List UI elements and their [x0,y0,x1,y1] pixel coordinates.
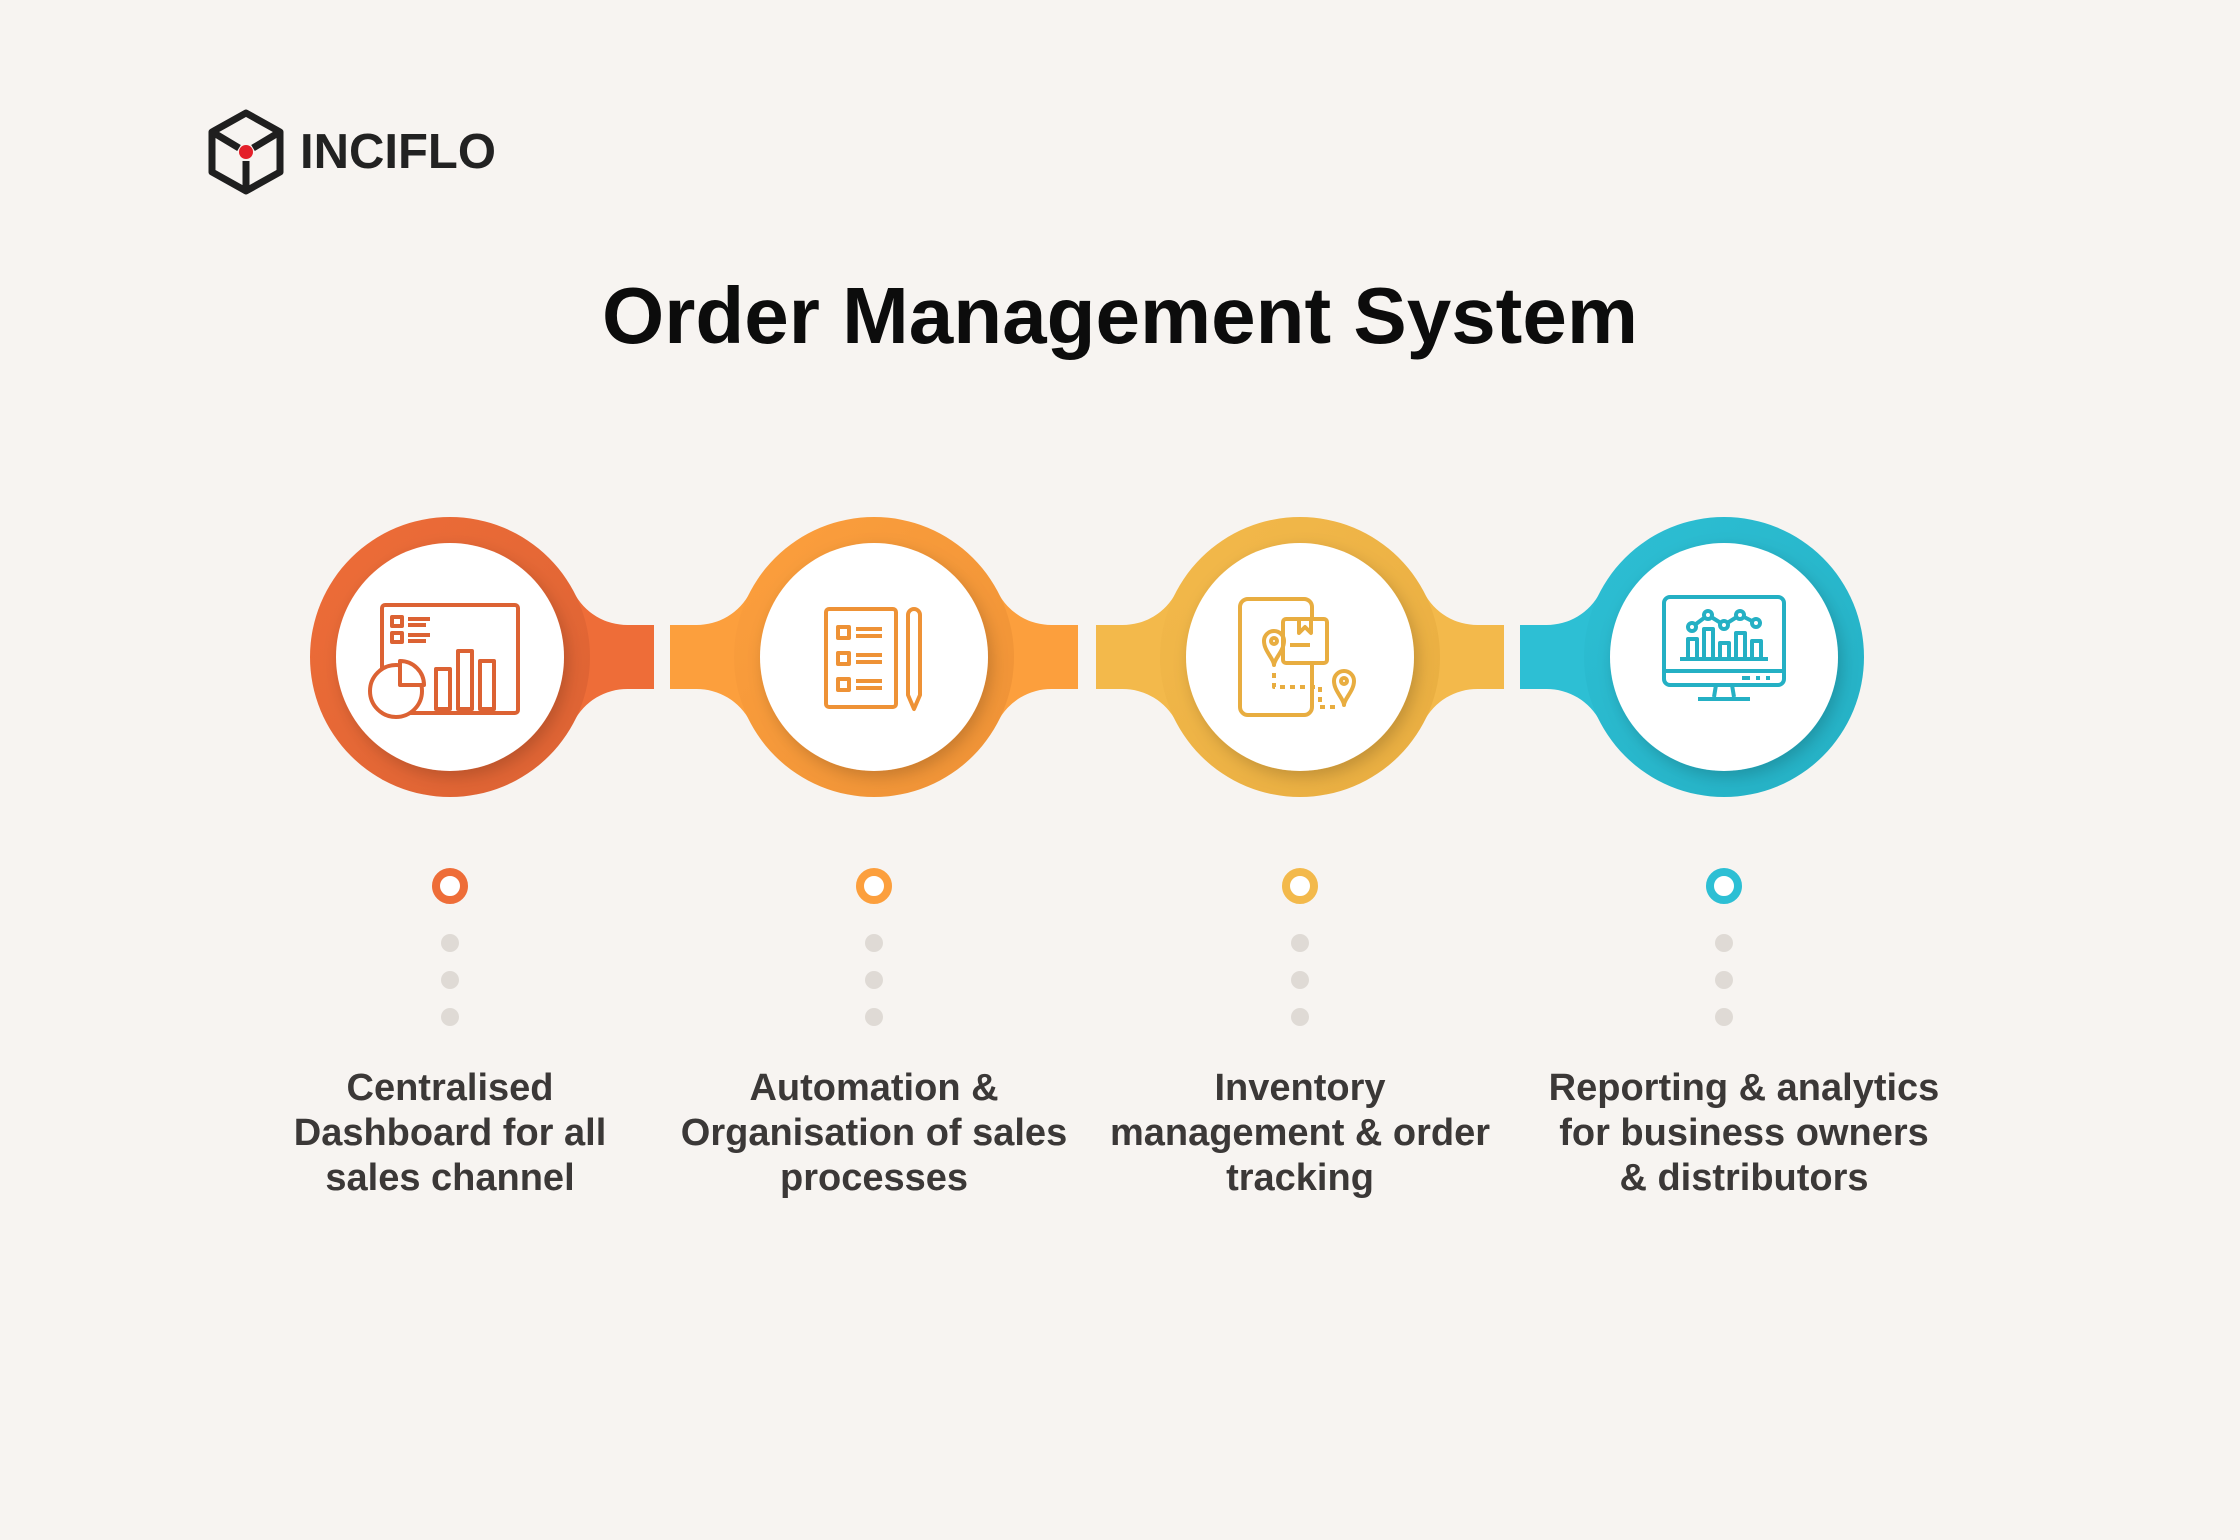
connector-left [1520,592,1600,722]
brand-logo: INCIFLO [206,108,496,196]
connector-dot [441,1008,459,1026]
step-node-3 [1096,517,1504,797]
connector-dot [1291,934,1309,952]
checklist-pencil-icon [824,607,922,711]
monitor-analytics-icon [1662,595,1786,701]
step-icon-badge [336,543,564,771]
connector-left [1096,592,1176,722]
mobile-tracking-icon [1238,597,1356,717]
step-label-2: Automation & Organisation of sales proce… [680,1067,1068,1199]
dashboard-chart-icon [368,603,520,719]
connector-dot [865,971,883,989]
connector-dot [1291,1008,1309,1026]
connector-dot [1715,971,1733,989]
connector-dot [865,1008,883,1026]
connector-dot [1715,934,1733,952]
connector-dot [1715,1008,1733,1026]
connector-dot [441,971,459,989]
brand-name: INCIFLO [300,125,496,179]
step-label-3: Inventory management & order tracking [1109,1067,1491,1199]
step-node-2 [670,517,1078,797]
step-marker-ring [432,868,468,904]
step-node-4 [1520,517,1864,797]
connector-right [1424,592,1504,722]
connector-right [998,592,1078,722]
connector-dot [865,934,883,952]
step-label-1: Centralised Dashboard for all sales chan… [293,1067,607,1199]
step-label-4: Reporting & analytics for business owner… [1548,1067,1940,1199]
step-marker-ring [1282,868,1318,904]
connector-left [670,592,750,722]
connector-dot [441,934,459,952]
step-marker-ring [856,868,892,904]
connector-right [574,592,654,722]
page-title: Order Management System [602,271,1638,360]
cube-logo-icon [208,109,284,195]
step-marker-ring [1706,868,1742,904]
step-node-1 [310,517,654,797]
connector-dot [1291,971,1309,989]
